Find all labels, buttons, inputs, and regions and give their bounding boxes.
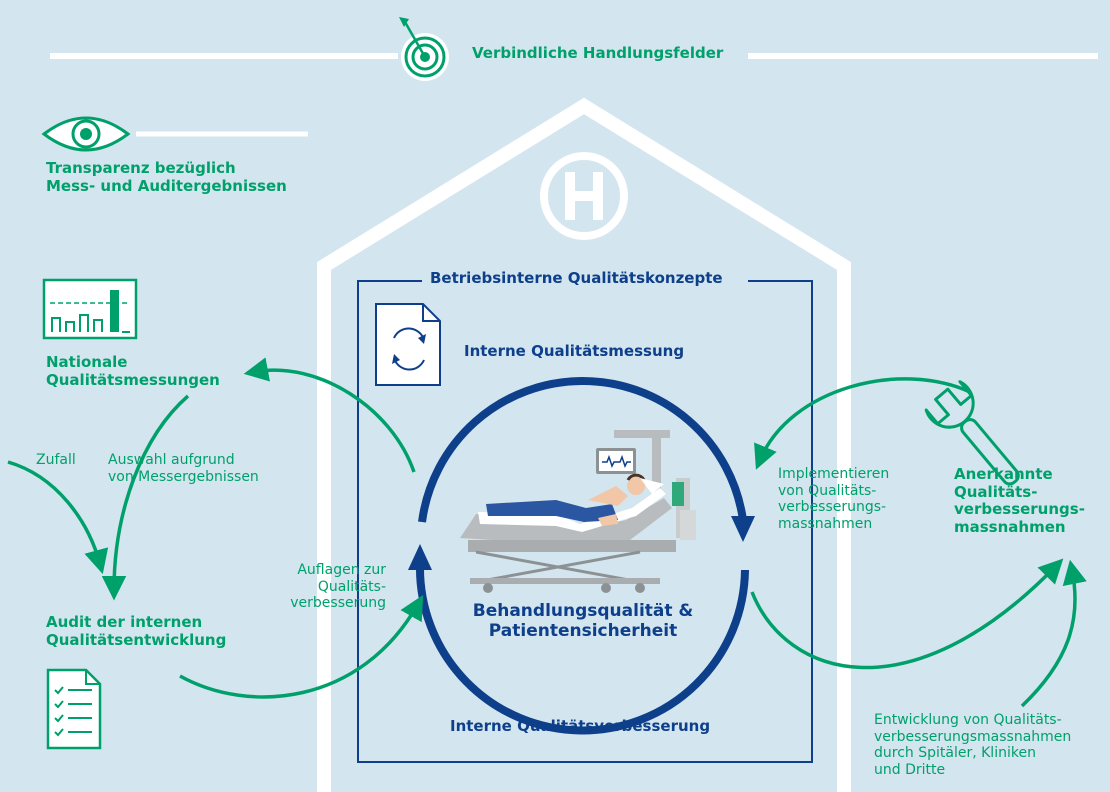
arrow-development: [750, 558, 1064, 670]
transparency-label: Transparenz bezüglich Mess- und Auditerg…: [46, 159, 287, 195]
arrow-random: [7, 460, 109, 575]
cycle-arrowhead-left: [408, 544, 432, 570]
header-title: Verbindliche Handlungsfelder: [472, 44, 724, 62]
wrench-icon: [924, 380, 1020, 486]
development-label: Entwicklung von Qualitäts- verbesserungs…: [874, 712, 1072, 778]
arrow-requirements: [179, 594, 424, 699]
selection-label: Auswahl aufgrund von Messergebnissen: [108, 452, 259, 485]
center-title: Behandlungsqualität & Patientensicherhei…: [472, 601, 694, 642]
bar-chart-icon: [42, 278, 138, 340]
requirements-label: Auflagen zur Qualitäts- verbesserung: [290, 562, 386, 612]
hospital-h-icon: [540, 152, 628, 240]
document-cycle-icon: [375, 303, 441, 386]
concepts-frame: [357, 280, 813, 763]
checklist-icon: [46, 668, 102, 750]
implement-label: Implementieren von Qualitäts- verbesseru…: [778, 466, 890, 532]
cycle-arrow-left: [415, 565, 749, 735]
national-measurements-label: Nationale Qualitätsmessungen: [46, 353, 220, 389]
recognized-measures-label: Anerkannte Qualitäts- verbesserungs- mas…: [954, 465, 1085, 537]
arrow-implement: [754, 377, 971, 470]
internal-improvement-label: Interne Qualitätsverbesserung: [450, 717, 711, 735]
arrow-to-national: [243, 357, 416, 473]
internal-measurement-label: Interne Qualitätsmessung: [464, 342, 685, 360]
eye-icon: [41, 116, 131, 152]
cycle-arrowhead-right: [731, 516, 755, 542]
house-outline: [317, 97, 851, 792]
target-icon: [399, 17, 449, 81]
arrow-selection: [101, 394, 190, 601]
audit-label: Audit der internen Qualitätsentwicklung: [46, 613, 227, 649]
arrow-to-recognized: [1020, 559, 1087, 708]
random-label: Zufall: [36, 452, 76, 468]
cycle-arrow-right: [418, 376, 747, 523]
concepts-frame-title: Betriebsinterne Qualitätskonzepte: [430, 269, 723, 287]
hospital-bed-illustration: [460, 430, 696, 593]
